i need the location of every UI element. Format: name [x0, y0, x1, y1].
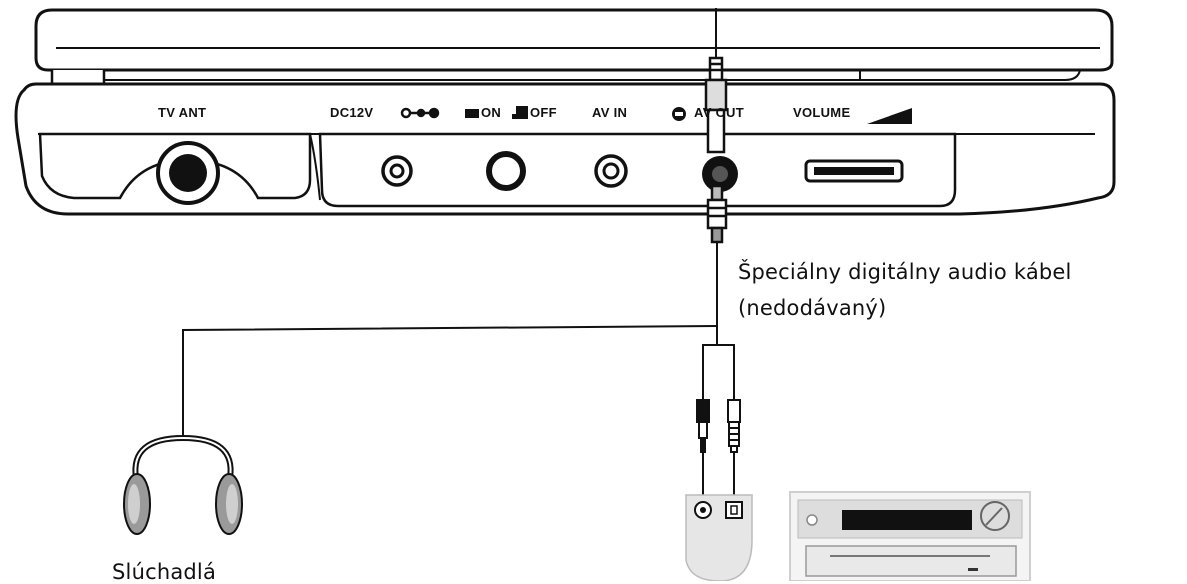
- audio-receiver: [789, 491, 1031, 581]
- tv-ant-jack: [156, 141, 220, 205]
- on-label: ON: [481, 105, 502, 120]
- av-out-jack: [702, 156, 738, 192]
- headphones-caption: Slúchadlá: [112, 560, 217, 584]
- optical-plug: [727, 399, 741, 495]
- dc-polarity-icon: [400, 107, 440, 119]
- amplifier-input-panel: [685, 494, 753, 581]
- volume-wheel: [804, 159, 904, 183]
- player-lid: [34, 8, 1114, 72]
- player-hinge: [50, 70, 106, 86]
- dc12v-label: DC12V: [330, 105, 374, 120]
- volume-ramp-icon: [867, 108, 912, 124]
- connector-panel: [318, 132, 957, 208]
- switch-on-icon: [465, 109, 479, 118]
- headphone-out-icon: [672, 107, 686, 121]
- digital-audio-cable: [182, 8, 735, 438]
- cable-caption-line2: (nedodávaný): [738, 296, 887, 320]
- av-in-label: AV IN: [592, 105, 628, 120]
- av-out-label: AV OUT: [694, 105, 744, 120]
- cable-caption-line1: Špeciálny digitálny audio kábel: [738, 260, 1072, 284]
- headphones-icon: [123, 434, 243, 535]
- av-in-jack: [594, 154, 628, 188]
- power-switch: [486, 151, 526, 191]
- coax-plug: [696, 399, 710, 495]
- off-label: OFF: [530, 105, 557, 120]
- dc12v-jack: [381, 155, 413, 187]
- switch-off-icon: [512, 106, 528, 119]
- volume-label: VOLUME: [793, 105, 851, 120]
- tv-ant-label: TV ANT: [158, 105, 207, 120]
